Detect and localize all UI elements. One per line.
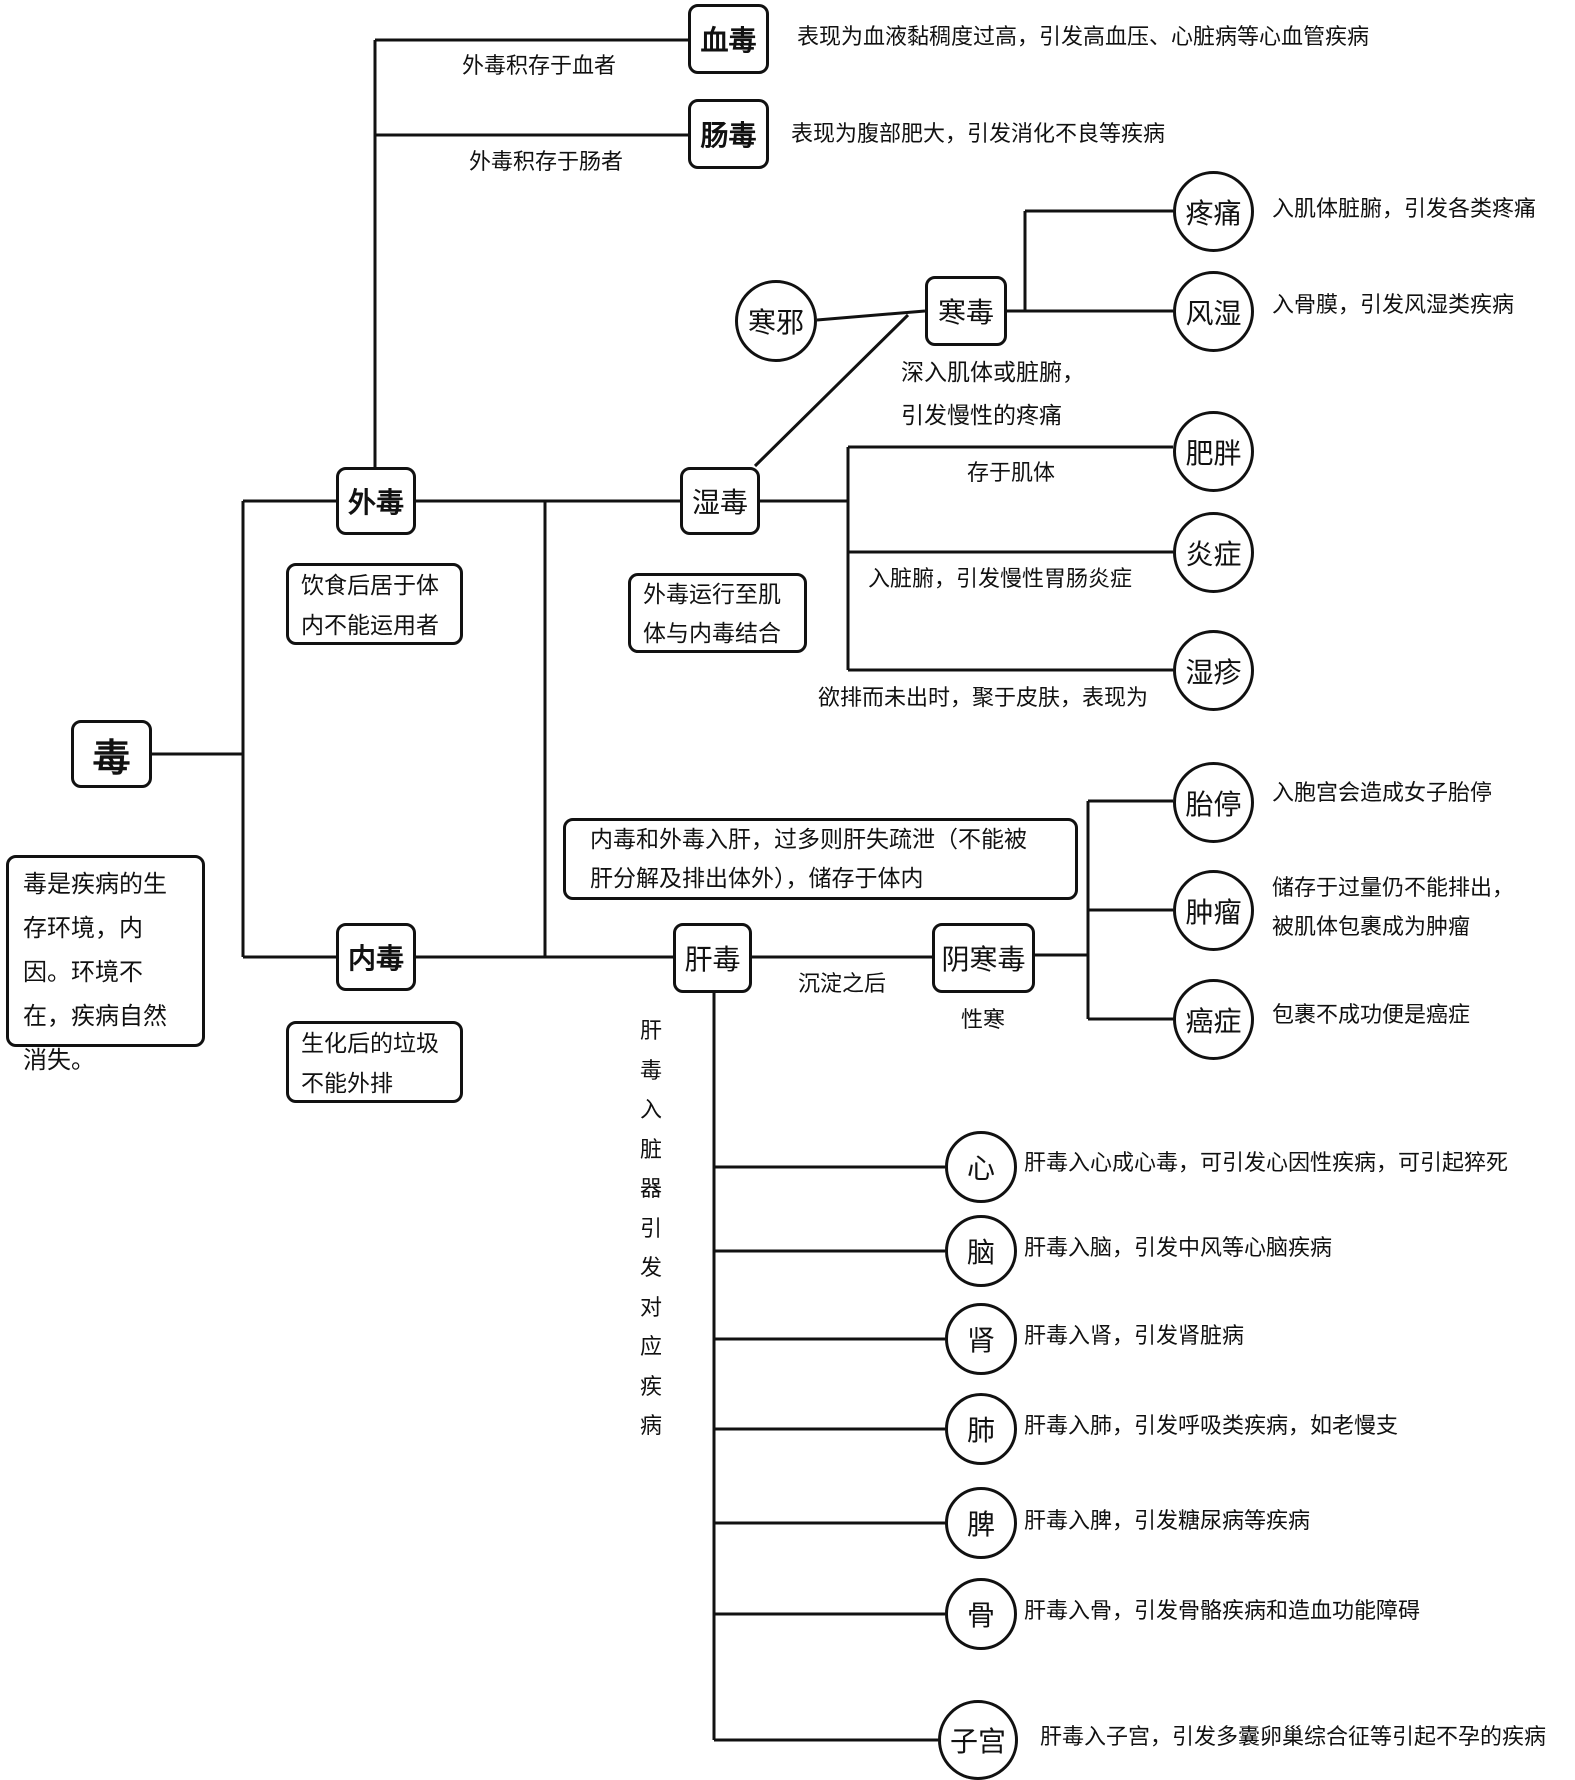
- zhong-liu-label: 肿瘤: [1185, 895, 1242, 929]
- wai-du-label: 外毒: [347, 486, 404, 519]
- shi-zhen-node[interactable]: 湿疹: [1173, 630, 1254, 711]
- root-node[interactable]: 毒: [71, 720, 152, 788]
- fei-pang-label: 肥胖: [1185, 436, 1242, 470]
- teng-tong-description: 入肌体脏腑，引发各类疼痛: [1272, 197, 1537, 222]
- xue-du-edge-label: 外毒积存于血者: [462, 54, 617, 79]
- wai-du-note-text: 饮食后居于体内不能运用者: [301, 573, 439, 639]
- tai-ting-description: 入胞宫会造成女子胎停: [1272, 781, 1493, 806]
- organ-description: 肝毒入骨，引发骨骼疾病和造血功能障碍: [1024, 1599, 1421, 1624]
- organ-description: 肝毒入脑，引发中风等心脑疾病: [1024, 1236, 1333, 1261]
- shi-du-note-text: 外毒运行至肌体与内毒结合: [643, 582, 781, 647]
- gan-du-node[interactable]: 肝毒: [673, 923, 752, 993]
- organ-label: 肾: [966, 1324, 995, 1357]
- organ-label: 心: [966, 1152, 995, 1185]
- chang-du-description: 表现为腹部肥大，引发消化不良等疾病: [791, 122, 1166, 147]
- gan-du-note: 内毒和外毒入肝，过多则肝失疏泄（不能被 肝分解及排出体外），储存于体内: [563, 818, 1078, 900]
- yan-zheng-edge-label: 入脏腑，引发慢性胃肠炎症: [868, 567, 1133, 592]
- teng-tong-node[interactable]: 疼痛: [1173, 171, 1254, 252]
- organ-description: 肝毒入脾，引发糖尿病等疾病: [1024, 1509, 1311, 1534]
- xue-du-label: 血毒: [700, 24, 757, 57]
- ai-zheng-label: 癌症: [1185, 1004, 1242, 1038]
- tai-ting-node[interactable]: 胎停: [1173, 762, 1254, 843]
- zhong-liu-description-line2: 被肌体包裹成为肿瘤: [1272, 915, 1471, 940]
- organ-description: 肝毒入心成心毒，可引发心因性疾病，可引起猝死: [1024, 1151, 1509, 1176]
- organ-node-uterus[interactable]: 子宫: [938, 1700, 1018, 1780]
- yin-han-du-note: 性寒: [961, 1008, 1006, 1033]
- feng-shi-label: 风湿: [1185, 296, 1242, 330]
- shi-du-node[interactable]: 湿毒: [680, 467, 760, 535]
- ai-zheng-description: 包裹不成功便是癌症: [1272, 1003, 1471, 1028]
- organ-label: 脑: [966, 1236, 995, 1269]
- root-note: 毒是疾病的生存环境，内因。环境不在，疾病自然消失。: [6, 855, 205, 1074]
- shi-zhen-label: 湿疹: [1185, 655, 1242, 689]
- shi-zhen-edge-label: 欲排而未出时，聚于皮肤，表现为: [818, 686, 1149, 711]
- yan-zheng-label: 炎症: [1185, 537, 1242, 571]
- feng-shi-node[interactable]: 风湿: [1173, 271, 1254, 352]
- yin-han-du-edge-label: 沉淀之后: [798, 972, 887, 997]
- organ-node-spleen[interactable]: 脾: [945, 1487, 1017, 1559]
- tai-ting-label: 胎停: [1185, 787, 1242, 821]
- organ-label: 骨: [966, 1599, 995, 1632]
- organ-node-brain[interactable]: 脑: [945, 1215, 1017, 1287]
- han-xie-label: 寒邪: [747, 306, 804, 339]
- nei-du-note: 生化后的垃圾不能外排: [286, 1021, 463, 1103]
- teng-tong-label: 疼痛: [1185, 196, 1242, 230]
- organ-node-lung[interactable]: 肺: [945, 1393, 1017, 1465]
- ai-zheng-node[interactable]: 癌症: [1173, 979, 1254, 1060]
- nei-du-node[interactable]: 内毒: [336, 923, 416, 991]
- root-label: 毒: [92, 735, 131, 780]
- gan-du-vertical-label: 肝毒入脏器引发对应疾病: [639, 1019, 662, 1439]
- organ-description: 肝毒入肺，引发呼吸类疾病，如老慢支: [1024, 1414, 1399, 1439]
- fei-pang-node[interactable]: 肥胖: [1173, 411, 1254, 492]
- root-note-text: 毒是疾病的生存环境，内因。环境不在，疾病自然消失。: [23, 870, 167, 1074]
- organ-description: 肝毒入肾，引发肾脏病: [1024, 1324, 1245, 1349]
- han-du-node[interactable]: 寒毒: [925, 276, 1007, 346]
- xue-du-description: 表现为血液黏稠度过高，引发高血压、心脏病等心血管疾病: [797, 25, 1370, 50]
- xue-du-node[interactable]: 血毒: [688, 4, 769, 74]
- chang-du-node[interactable]: 肠毒: [688, 99, 769, 169]
- han-du-edge-label-line2: 引发慢性的疼痛: [901, 403, 1062, 429]
- shi-du-note: 外毒运行至肌体与内毒结合: [628, 573, 807, 653]
- organ-label: 肺: [966, 1414, 995, 1447]
- organ-label: 脾: [966, 1508, 995, 1541]
- nei-du-label: 内毒: [347, 942, 404, 975]
- organ-node-heart[interactable]: 心: [945, 1131, 1017, 1203]
- yin-han-du-label: 阴寒毒: [941, 943, 1026, 976]
- wai-du-note: 饮食后居于体内不能运用者: [286, 563, 463, 645]
- han-xie-node[interactable]: 寒邪: [735, 280, 817, 362]
- zhong-liu-description-line1: 储存于过量仍不能排出，: [1272, 876, 1515, 901]
- gan-du-note-line2: 肝分解及排出体外），储存于体内: [590, 866, 924, 892]
- han-du-edge-label-line1: 深入肌体或脏腑，: [901, 360, 1085, 386]
- organ-node-bone[interactable]: 骨: [945, 1578, 1017, 1650]
- organ-label: 子宫: [949, 1725, 1006, 1758]
- shi-du-label: 湿毒: [691, 486, 748, 519]
- fei-pang-edge-label: 存于肌体: [967, 461, 1056, 486]
- gan-du-note-line1: 内毒和外毒入肝，过多则肝失疏泄（不能被: [590, 827, 1027, 853]
- nei-du-note-text: 生化后的垃圾不能外排: [301, 1031, 439, 1097]
- organ-description: 肝毒入子宫，引发多囊卵巢综合征等引起不孕的疾病: [1040, 1725, 1547, 1750]
- han-du-label: 寒毒: [937, 296, 994, 329]
- feng-shi-description: 入骨膜，引发风湿类疾病: [1272, 293, 1515, 318]
- chang-du-label: 肠毒: [700, 119, 757, 152]
- yan-zheng-node[interactable]: 炎症: [1173, 512, 1254, 593]
- organ-node-kidney[interactable]: 肾: [945, 1303, 1017, 1375]
- chang-du-edge-label: 外毒积存于肠者: [469, 150, 624, 175]
- gan-du-label: 肝毒: [684, 943, 741, 976]
- wai-du-node[interactable]: 外毒: [336, 467, 416, 535]
- yin-han-du-node[interactable]: 阴寒毒: [932, 923, 1035, 993]
- zhong-liu-node[interactable]: 肿瘤: [1173, 870, 1254, 951]
